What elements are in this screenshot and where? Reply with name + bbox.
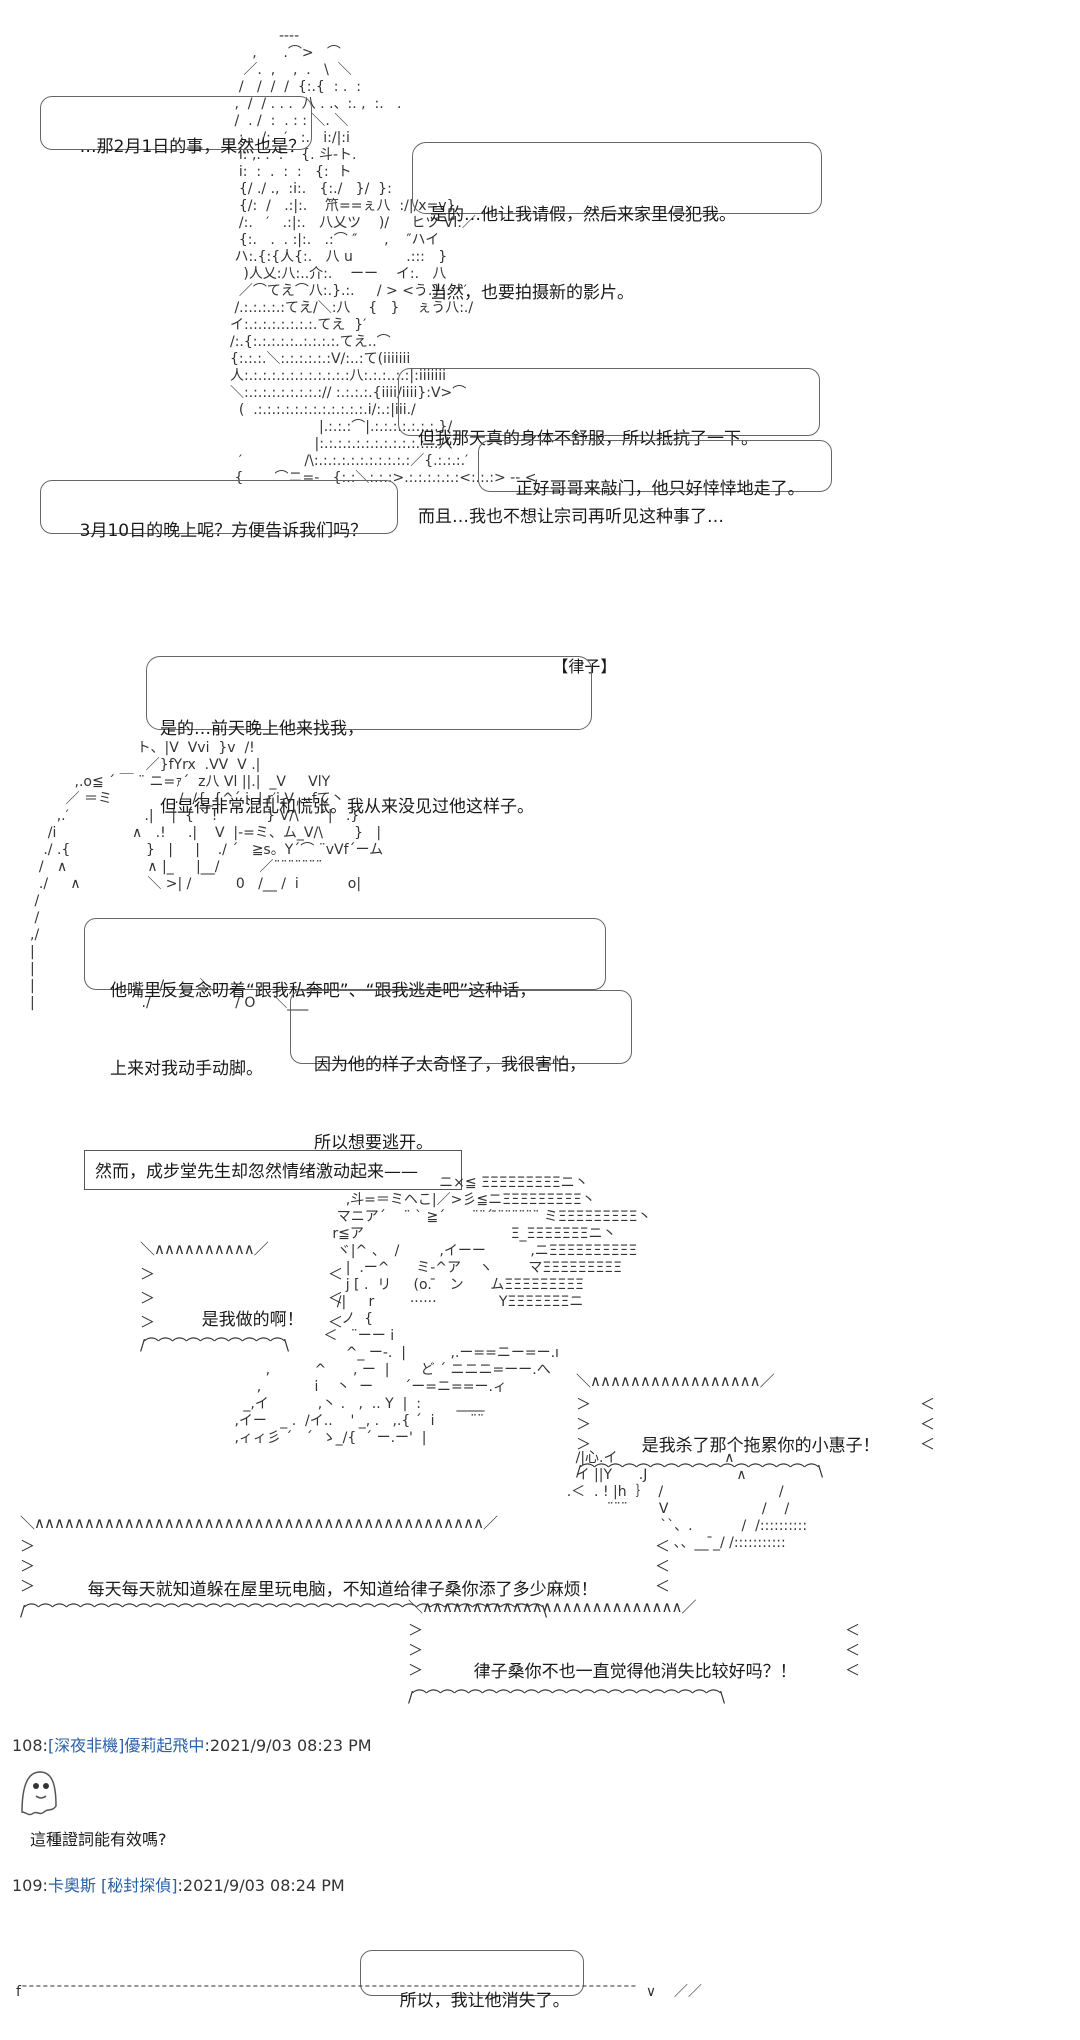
q1-text: …那2月1日的事，果然也是？ xyxy=(79,137,306,157)
s1-text: 是我做的啊！ xyxy=(201,1310,304,1330)
post-author[interactable]: 卡奧斯 [秘封探偵] xyxy=(47,1876,178,1895)
narration-text: 然而，成步堂先生却忽然情绪激动起来—— xyxy=(95,1162,418,1182)
spiky-right-s3: ＜＜＜ xyxy=(655,1537,670,1595)
scallop-bottom-s2: /⌒⌒⌒⌒⌒⌒⌒⌒⌒⌒⌒⌒⌒⌒⌒⌒⌒\ xyxy=(576,1462,823,1480)
bubble-frame-q2 xyxy=(40,480,398,534)
spiky-border-top-s4: ＼∧∧∧∧∧∧∧∧∧∧∧∧∧∧∧∧∧∧∧∧∧∧∧∧∧∧／ xyxy=(408,1598,696,1616)
shout-s1: 是我做的啊！ xyxy=(180,1284,304,1356)
spiky-left-s1: ＞＞＞ xyxy=(140,1265,155,1331)
bubble-q2: 3月10日的晚上呢？方便告诉我们吗？ xyxy=(58,492,367,570)
bubble-frame-b1 xyxy=(146,656,592,730)
bubble-frame-b2 xyxy=(84,918,606,990)
bubble-frame-a1 xyxy=(412,142,822,214)
a1-line-1: 是的…他让我请假，然后来家里侵犯我。 xyxy=(430,205,736,225)
post-timestamp: :2021/9/03 08:23 PM xyxy=(204,1736,372,1755)
bubble-p4: 所以，我让他消失了。 xyxy=(378,1962,570,2040)
b1-line-1: 是的…前天晚上他来找我， xyxy=(160,719,364,739)
post-author[interactable]: [深夜非機]優莉起飛中 xyxy=(47,1736,205,1755)
spiky-left-s3: ＞＞＞ xyxy=(20,1537,35,1595)
shout-s4: 律子桑你不也一直觉得他消失比较好吗？！ xyxy=(452,1636,797,1708)
a2-line-2: 而且…我也不想让宗司再听见这种事了… xyxy=(418,507,724,527)
a1-line-2: 当然，也要拍摄新的影片。 xyxy=(430,283,634,303)
s3-text: 每天每天就知道躲在屋里玩电脑，不知道给律子桑你添了多少麻烦！ xyxy=(87,1580,598,1600)
ascii-art-woman-1: ---- , .⌒> ⌒ ／. , , . \ ＼ / / / / {:.{ :… xyxy=(230,28,537,486)
b2-line-2: 上来对我动手动脚。 xyxy=(110,1059,263,1079)
s4-text: 律子桑你不也一直觉得他消失比较好吗？！ xyxy=(473,1662,797,1682)
bubble-b2: 他嘴里反复念叨着“跟我私奔吧”、“跟我逃走吧”这种话， 上来对我动手动脚。 xyxy=(110,926,536,1134)
spiky-border-top-s1: ＼∧∧∧∧∧∧∧∧∧∧／ xyxy=(140,1240,269,1258)
spiky-right-s4: ＜＜＜ xyxy=(845,1621,860,1679)
bubble-frame-q1 xyxy=(40,96,312,150)
q2-text: 3月10日的晚上呢？方便告诉我们吗？ xyxy=(79,521,368,541)
post-body-text: 這種證詞能有效嗎? xyxy=(30,1830,167,1849)
spiky-border-top-s3: ＼∧∧∧∧∧∧∧∧∧∧∧∧∧∧∧∧∧∧∧∧∧∧∧∧∧∧∧∧∧∧∧∧∧∧∧∧∧∧∧… xyxy=(20,1514,498,1532)
ghost-icon xyxy=(21,1771,57,1816)
b1-line-2: 但显得非常混乱和慌张。我从来没见过他这样子。 xyxy=(160,797,534,817)
post-109-header: 109:卡奧斯 [秘封探偵]:2021/9/03 08:24 PM xyxy=(12,1872,345,1896)
spiky-right-s1: ＜＜＜ xyxy=(328,1265,343,1331)
ascii-art-fragment-bottom: f¯¯¯¯¯¯¯¯¯¯¯¯¯¯¯¯¯¯¯¯¯¯¯¯¯¯¯¯¯¯¯¯¯¯¯¯¯¯¯… xyxy=(16,1984,702,2000)
shout-s2: 是我杀了那个拖累你的小惠子！ xyxy=(620,1410,880,1482)
scallop-bottom-s4: /⌒⌒⌒⌒⌒⌒⌒⌒⌒⌒⌒⌒⌒⌒⌒⌒⌒⌒⌒⌒⌒⌒\ xyxy=(408,1688,725,1706)
spiky-right-s2: ＜＜＜ xyxy=(920,1395,935,1453)
scallop-bottom-s1: /⌒⌒⌒⌒⌒⌒⌒⌒⌒⌒\ xyxy=(140,1336,289,1354)
spiky-border-top-s2: ＼∧∧∧∧∧∧∧∧∧∧∧∧∧∧∧∧∧／ xyxy=(576,1372,775,1390)
post-timestamp: :2021/9/03 08:24 PM xyxy=(177,1876,345,1895)
post-108-header: 108:[深夜非機]優莉起飛中:2021/9/03 08:23 PM xyxy=(12,1732,372,1756)
b3-line-1: 因为他的样子太奇怪了，我很害怕， xyxy=(314,1055,586,1075)
bubble-a2: 但我那天真的身体不舒服，所以抵抗了一下。 而且…我也不想让宗司再听见这种事了… xyxy=(418,374,758,582)
shout-s3: 每天每天就知道躲在屋里玩电脑，不知道给律子桑你添了多少麻烦！ xyxy=(66,1554,598,1626)
a2-line-1: 但我那天真的身体不舒服，所以抵抗了一下。 xyxy=(418,429,758,449)
bubble-a1: 是的…他让我请假，然后来家里侵犯我。 当然，也要拍摄新的影片。 xyxy=(430,150,736,358)
narration-box: 然而，成步堂先生却忽然情绪激动起来—— xyxy=(84,1150,462,1190)
bubble-a3: 正好哥哥来敲门，他只好悻悻地走了。 xyxy=(494,450,805,528)
bubble-frame-b3 xyxy=(290,990,632,1064)
bubble-frame-a2 xyxy=(398,368,820,436)
spiky-left-s2: ＞＞＞ xyxy=(576,1395,591,1453)
b3-line-2: 所以想要逃开。 xyxy=(314,1133,433,1153)
bubble-q1: …那2月1日的事，果然也是？ xyxy=(58,108,306,186)
ascii-art-man-2: /|心.イ ∧ イ ||Y .J ∧ .＜ . ! |h ｝ / / ¨¨¨ V… xyxy=(566,1450,808,1551)
s2-text: 是我杀了那个拖累你的小惠子！ xyxy=(641,1436,880,1456)
spiky-left-s4: ＞＞＞ xyxy=(408,1621,423,1679)
post-number[interactable]: 109: xyxy=(12,1876,48,1895)
ascii-art-woman-2: ト、|V Vvi }v /! ／}fYrx .VV V .| ,.o≦ ´ ￣ … xyxy=(30,740,384,1011)
bubble-b1: 是的…前天晚上他来找我， 但显得非常混乱和慌张。我从来没见过他这样子。 xyxy=(160,664,534,872)
scallop-bottom-s3: /⌒⌒⌒⌒⌒⌒⌒⌒⌒⌒⌒⌒⌒⌒⌒⌒⌒⌒⌒⌒⌒⌒⌒⌒⌒⌒⌒⌒⌒⌒⌒⌒⌒⌒⌒⌒⌒\ xyxy=(20,1602,547,1620)
bubble-frame-p4 xyxy=(360,1950,584,1996)
b2-line-1: 他嘴里反复念叨着“跟我私奔吧”、“跟我逃走吧”这种话， xyxy=(110,981,537,1001)
ascii-art-man: ニ×≦ ΞΞΞΞΞΞΞΞΞニ丶 ,斗=＝ミヘこ|／>彡≦ニΞΞΞΞΞΞΞΞΞ丶 … xyxy=(234,1175,652,1446)
bubble-frame-a3 xyxy=(478,440,832,492)
a3-text: 正好哥哥来敲门，他只好悻悻地走了。 xyxy=(515,479,805,499)
post-number[interactable]: 108: xyxy=(12,1736,48,1755)
bubble-b3: 因为他的样子太奇怪了，我很害怕， 所以想要逃开。 xyxy=(314,1000,586,1208)
post-108-body: 這種證詞能有效嗎? xyxy=(30,1826,167,1850)
